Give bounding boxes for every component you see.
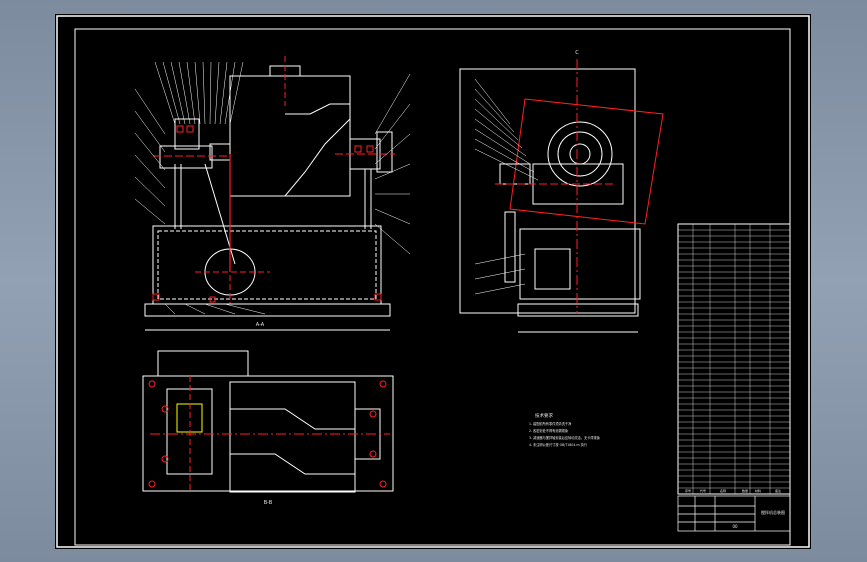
drum-curve: [230, 118, 351, 197]
leader-line: [374, 163, 411, 180]
leader-line: [374, 223, 411, 255]
leader-line: [374, 208, 411, 225]
plan-motor: [157, 350, 249, 377]
side-view-caption: C: [575, 50, 579, 56]
leader-line: [162, 61, 181, 125]
plan-drum-curve1: [230, 408, 355, 430]
title-block-title: 搅拌机总装图: [761, 509, 785, 515]
side-view-envelope: [459, 68, 636, 314]
leader-line: [374, 133, 411, 165]
leader-line: [134, 154, 166, 189]
side-view-leaders: [474, 78, 539, 295]
leader-line: [474, 253, 526, 265]
title-block: 搅拌机总装图 00: [677, 495, 791, 532]
side-post: [504, 211, 516, 283]
plan-view: [142, 350, 394, 493]
leader-line: [134, 110, 166, 153]
leader-line: [374, 103, 411, 150]
leader-line: [224, 61, 236, 125]
leader-line: [164, 303, 176, 315]
gear-wheel-hub: [569, 143, 591, 165]
leader-line: [474, 283, 526, 295]
note-line-2: 2. 各密封处不得有渗漏现象: [529, 428, 569, 433]
header-no: 序号: [685, 488, 691, 493]
parts-list-header-row: 序号 代号 名称 数量 材料 备注: [685, 488, 781, 493]
drum-inner-curve: [285, 103, 350, 115]
leader-line: [202, 61, 206, 125]
leader-line: [374, 73, 411, 135]
leader-line: [209, 61, 212, 125]
side-motor-housing: [519, 228, 641, 300]
side-motor-box: [534, 248, 571, 290]
inner-border: [74, 28, 791, 546]
title-block-frame: [677, 495, 791, 532]
note-line-3: 3. 减速器与搅拌轴安装后应转动灵活，无卡滞现象: [529, 435, 601, 440]
notes-heading: 技术要求: [535, 412, 553, 419]
leader-line: [154, 61, 176, 125]
leader-line: [219, 61, 228, 125]
left-bearing-housing: [174, 118, 200, 150]
leader-line: [474, 88, 515, 133]
plan-bolts: [148, 380, 387, 488]
side-bearing: [499, 163, 531, 185]
header-material: 材料: [755, 488, 761, 493]
leader-line: [474, 128, 531, 165]
plan-outline: [142, 375, 394, 492]
front-view-leaders: [134, 61, 411, 315]
header-code: 代号: [700, 488, 706, 493]
foot-plate: [144, 303, 391, 317]
plan-drum: [229, 381, 356, 493]
front-section-view: [144, 56, 395, 331]
note-line-4: 4. 未注明公差尺寸按 GB/T1804-m 执行: [529, 442, 588, 447]
leader-line: [474, 108, 523, 149]
leader-line: [134, 88, 166, 135]
gear-wheel-mid: [557, 131, 603, 177]
leader-line: [134, 198, 166, 225]
side-view: [459, 59, 664, 333]
leader-line: [214, 61, 220, 125]
leader-line: [134, 176, 166, 207]
leader-line: [474, 118, 527, 157]
tilted-drum-outline: [509, 98, 664, 225]
leader-line: [178, 61, 191, 125]
leader-line: [186, 61, 196, 125]
drive-belt: [204, 163, 236, 265]
side-foot: [517, 303, 639, 317]
technical-notes: 技术要求 1. 装配前所有零件须清洗干净 2. 各密封处不得有渗漏现象 3. 减…: [529, 412, 601, 447]
note-line-1: 1. 装配前所有零件须清洗干净: [529, 421, 572, 426]
leader-line: [474, 148, 539, 181]
leader-line: [474, 138, 535, 173]
header-name: 名称: [720, 488, 726, 493]
front-view-caption: A-A: [256, 322, 265, 328]
header-remark: 备注: [775, 488, 781, 493]
red-fasteners: [152, 125, 382, 303]
leader-line: [134, 132, 166, 171]
title-block-drawing-no: 00: [732, 524, 738, 529]
leader-line: [474, 98, 519, 141]
leader-line: [224, 303, 266, 315]
plan-drum-curve2: [230, 453, 355, 475]
parts-list: 序号 代号 名称 数量 材料 备注: [677, 223, 791, 495]
header-qty: 数量: [742, 488, 748, 493]
leader-line: [474, 78, 511, 125]
leader-line: [204, 303, 236, 315]
drum-housing: [229, 75, 351, 197]
plan-view-caption: B-B: [264, 500, 273, 506]
left-shaft-coupling: [209, 143, 231, 161]
parts-list-frame: [677, 223, 791, 495]
leader-line: [194, 61, 201, 125]
gear-wheel-outer: [547, 121, 613, 187]
parts-list-rows: [678, 224, 790, 494]
leader-line: [229, 61, 244, 125]
drawing-sheet: A-A B-B C 技术要求 1. 装配前所有零件须清洗干净 2. 各密封处不得…: [55, 14, 811, 549]
base-frame: [152, 225, 382, 305]
base-frame-inner: [157, 230, 377, 300]
outer-border: [56, 15, 810, 548]
leader-line: [170, 61, 186, 125]
cad-drawing: A-A B-B C 技术要求 1. 装配前所有零件须清洗干净 2. 各密封处不得…: [56, 15, 810, 548]
left-gearbox: [159, 145, 213, 169]
right-end-cap: [376, 131, 393, 173]
leader-line: [184, 303, 206, 315]
leader-line: [474, 268, 526, 280]
